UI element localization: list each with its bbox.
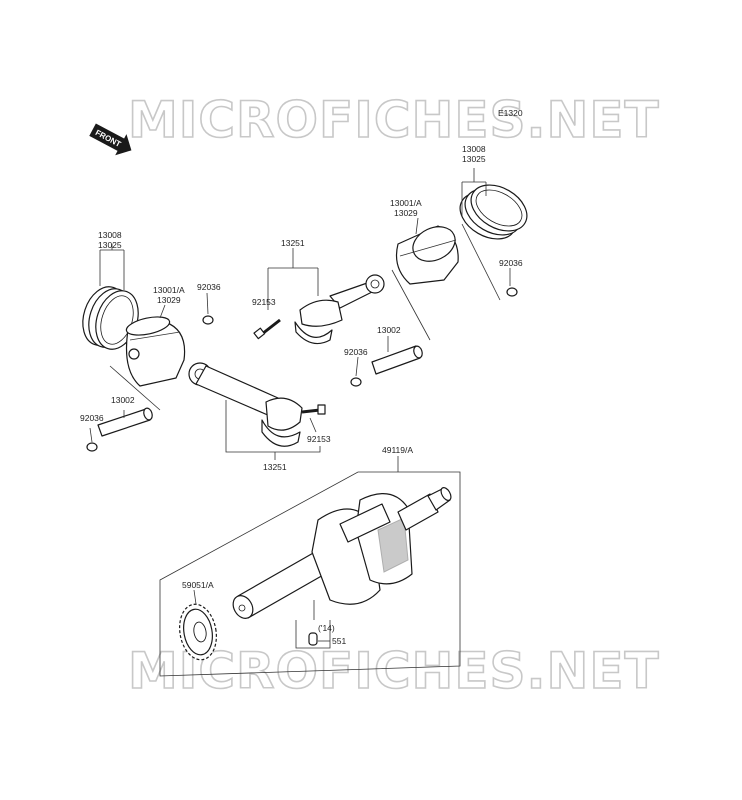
piston-pin-left [97,407,153,437]
watermark-bottom: MICROFICHES.NET [128,642,660,700]
callout-clip-left-bottom: 92036 [80,413,104,423]
callout-rod-lower: 13251 [263,462,287,472]
callout-clip-right-top: 92036 [499,258,523,268]
callout-pin-right: 13002 [377,325,401,335]
circlip-left-top [202,315,214,325]
callout-piston-left-b: 13029 [157,295,181,305]
diagram-code: E1320 [498,108,523,118]
crankshaft [232,487,452,619]
callout-rod-upper: 13251 [281,238,305,248]
connecting-rod-upper [294,274,385,345]
piston-left [125,316,186,387]
piston-right [395,225,459,285]
piston-rings-right [459,184,528,240]
rod-bolt-upper [253,318,281,340]
callout-clip-left-top: 92036 [197,282,221,292]
callout-piston-right-a: 13001/A [390,198,422,208]
piston-pin-right [371,345,423,375]
callout-piston-right-b: 13029 [394,208,418,218]
crankshaft-key [308,632,318,646]
callout-pin-left: 13002 [111,395,135,405]
callout-bolt-lower: 92153 [307,434,331,444]
crankshaft-gear [179,603,217,661]
callout-piston-left-a: 13001/A [153,285,185,295]
callout-bolt-upper: 92153 [252,297,276,307]
circlip-left-bottom [86,442,98,452]
callout-rings-left-b: 13025 [98,240,122,250]
circlip-right-top [506,287,518,297]
circlip-right-bottom [350,377,362,387]
callout-key-year: ('14) [318,623,335,633]
callout-crankshaft: 49119/A [382,445,413,455]
crankshaft-bracket [159,471,461,677]
callout-clip-right-bottom: 92036 [344,347,368,357]
callout-gear: 59051/A [182,580,214,590]
callout-key: 551 [332,636,346,646]
watermark-top: MICROFICHES.NET [128,91,660,149]
callout-rings-right-a: 13008 [462,144,486,154]
connecting-rod-lower [188,362,303,447]
rod-bolt-lower [301,404,326,415]
callout-rings-right-b: 13025 [462,154,486,164]
callout-rings-left-a: 13008 [98,230,122,240]
